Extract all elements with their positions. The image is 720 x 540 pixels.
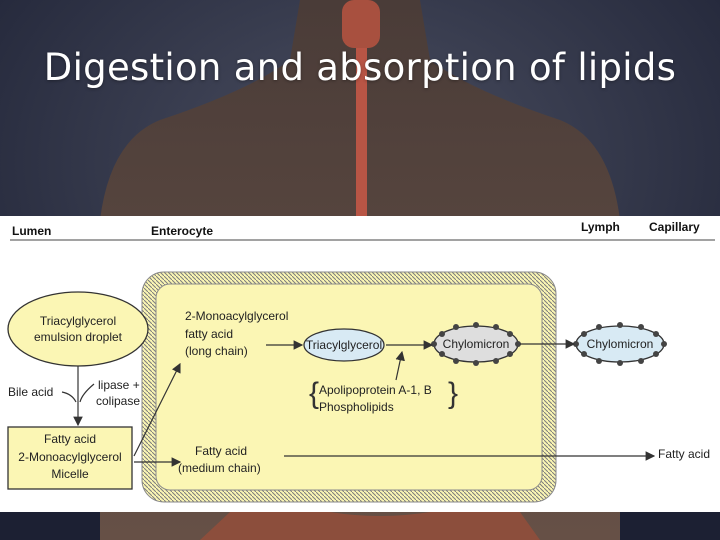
intestine-shape <box>200 508 540 540</box>
header-capillary: Capillary <box>649 220 700 234</box>
emulsion-droplet-line2: emulsion droplet <box>33 330 123 344</box>
lipase-arrow <box>79 383 95 403</box>
micelle-line3: Micelle <box>51 467 89 481</box>
apo-right-brace: } <box>448 377 459 410</box>
throat-shape <box>342 0 380 48</box>
slide-title: Digestion and absorption of lipids <box>43 46 677 89</box>
long-chain-line1: 2-Monoacylglycerol <box>185 309 289 323</box>
header-enterocyte: Enterocyte <box>151 224 214 238</box>
bile-acid-label: Bile acid <box>8 385 54 399</box>
micelle-line1: Fatty acid <box>43 432 97 446</box>
fatty-acid-out-label: Fatty acid <box>658 447 711 461</box>
esophagus-shape <box>356 48 367 218</box>
lipase-label-line2: colipase <box>96 394 141 408</box>
apo-left-brace: { <box>309 377 320 410</box>
long-chain-line3: (long chain) <box>185 344 248 358</box>
lipase-label-line1: lipase + <box>98 378 140 392</box>
micelle-box <box>7 426 133 490</box>
medium-chain-line2: (medium chain) <box>178 461 261 475</box>
micelle-line2: 2-Monoacylglycerol <box>18 450 122 464</box>
chylomicron-lymph-label: Chylomicron <box>586 337 654 351</box>
apolipoprotein-line2: Phospholipids <box>319 400 394 414</box>
header-lumen: Lumen <box>12 224 52 238</box>
apolipoprotein-line1: Apolipoprotein A-1, B <box>319 383 432 397</box>
medium-chain-line1: Fatty acid <box>195 444 248 458</box>
chylomicron-cell-label: Chylomicron <box>442 337 510 351</box>
diagram-graphics <box>7 239 715 503</box>
emulsion-droplet-oval <box>7 291 149 367</box>
chylomicron-lymph-dots <box>573 322 667 366</box>
header-lymph: Lymph <box>581 220 620 234</box>
tag-label: Triacylglycerol <box>305 338 383 352</box>
micelle-to-long-chain-arrow <box>133 362 181 457</box>
tag-oval <box>303 328 385 362</box>
chylomicron-cell-dots <box>431 322 521 366</box>
long-chain-line2: fatty acid <box>185 327 234 341</box>
apolipoprotein-arrow <box>395 350 405 381</box>
diagram-panel: Lumen Enterocyte Lymph Capillary Triacyl… <box>0 216 720 512</box>
emulsion-droplet-line1: Triacylglycerol <box>39 314 117 328</box>
bile-acid-arrow <box>61 391 77 403</box>
